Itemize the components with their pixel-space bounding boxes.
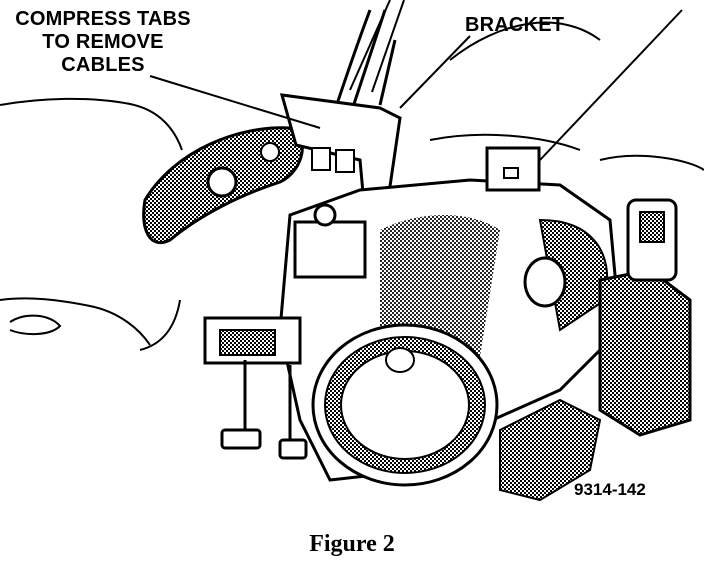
compress-tabs-leader: [149, 75, 321, 129]
lower-linkage: [203, 316, 602, 502]
hand-drawing: [0, 97, 183, 351]
compress-tabs-line-3: CABLES: [61, 54, 145, 76]
throttle-body-illustration: [0, 0, 704, 502]
compress-tabs-line-1: COMPRESS TABS: [15, 8, 191, 30]
bracket-callout: BRACKET: [465, 14, 565, 36]
throttle-lever: [142, 126, 304, 244]
callout-leaders: [149, 35, 471, 129]
bracket-leader: [399, 35, 471, 109]
compress-tabs-callout: COMPRESS TABS TO REMOVE CABLES: [8, 8, 198, 77]
throttle-bore: [311, 323, 499, 487]
throttle-cables: [333, 9, 397, 111]
compress-tabs-line-2: TO REMOVE: [42, 31, 164, 53]
figure-caption: Figure 2: [309, 531, 395, 557]
part-number-label: 9314-142: [574, 480, 646, 499]
throttle-position-sensor: [598, 198, 692, 437]
